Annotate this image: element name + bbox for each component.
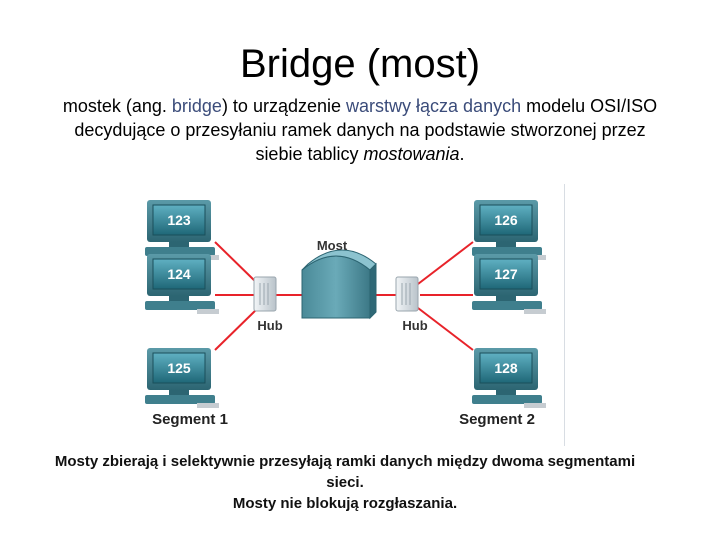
term-bridge: bridge — [171, 96, 222, 116]
hub-right-label: Hub — [402, 318, 427, 333]
hub-left: Hub — [253, 276, 283, 333]
term-bridging: mostowania — [363, 144, 460, 164]
caption-line-2: Mosty nie blokują rozgłaszania. — [232, 495, 458, 512]
computer-label: 126 — [494, 212, 518, 228]
computer-126: 126 — [472, 200, 546, 260]
desc-text-2: ) to urządzenie — [221, 96, 347, 116]
divider-line — [564, 184, 565, 446]
computer-label: 125 — [167, 360, 191, 376]
computer-124: 124 — [145, 254, 219, 314]
hub-right: Hub — [395, 276, 428, 333]
term-data-link-layer: warstwy łącza danych — [346, 96, 522, 116]
caption-line-1: Mosty zbierają i selektywnie przesyłają … — [54, 453, 636, 491]
segment-2-label: Segment 2 — [459, 411, 535, 428]
computer-label: 124 — [167, 266, 191, 282]
computer-123: 123 — [145, 200, 219, 260]
link-hub2-126 — [417, 241, 474, 285]
computer-128: 128 — [472, 348, 546, 408]
link-123-hub1 — [214, 241, 259, 285]
description: mostek (ang. bridge) to urządzenie warst… — [60, 94, 660, 166]
hub-left-label: Hub — [257, 318, 282, 333]
computer-label: 127 — [494, 266, 518, 282]
caption: Mosty zbierają i selektywnie przesyłają … — [40, 451, 650, 514]
computer-label: 123 — [167, 212, 191, 228]
desc-text-4: . — [459, 144, 465, 164]
link-125-hub1 — [214, 307, 259, 351]
computer-125: 125 — [145, 348, 219, 408]
slide-title: Bridge (most) — [239, 42, 481, 86]
desc-text-1: mostek (ang. — [62, 96, 172, 116]
network-links — [214, 241, 474, 351]
link-hub2-128 — [417, 307, 474, 351]
bridge-device: Most — [301, 238, 377, 320]
network-diagram: 123 124 125 126 127 1 — [145, 200, 546, 428]
bridge-label: Most — [317, 238, 348, 253]
computer-127: 127 — [472, 254, 546, 314]
computer-label: 128 — [494, 360, 518, 376]
segment-1-label: Segment 1 — [152, 411, 228, 428]
desc-text-3: modelu OSI/ISO decydujące o przesyłaniu … — [74, 96, 658, 164]
